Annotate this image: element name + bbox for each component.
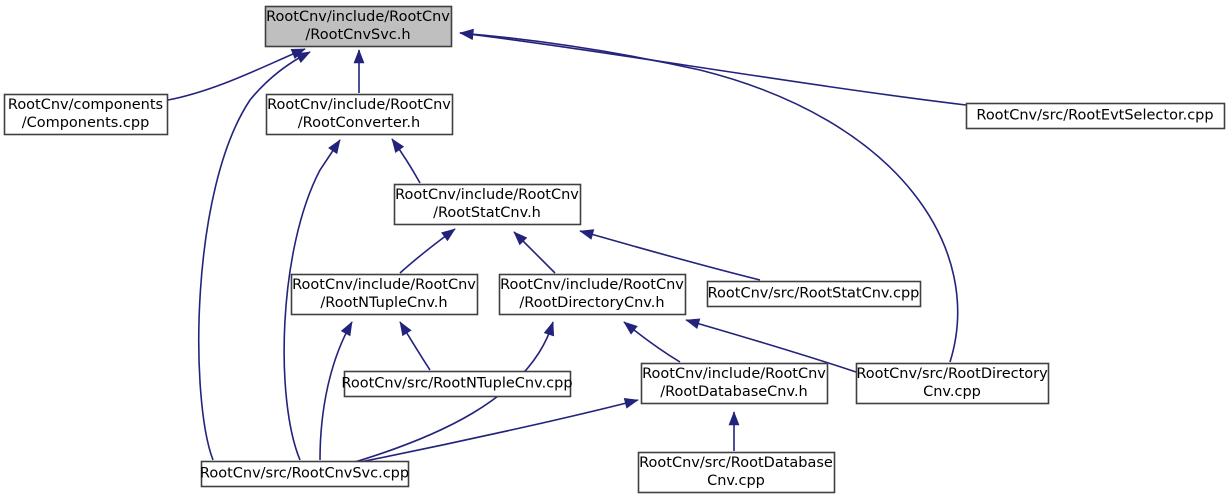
arrow-head-icon [295,51,311,63]
node-box[interactable] [3,93,169,136]
node-label-line: RootCnv/src/RootCnvSvc.cpp [200,466,409,482]
node-rootntuplecnv_h[interactable]: RootCnv/include/RootCnv/RootNTupleCnv.h [290,273,479,316]
node-rootdirectorycnv_cpp[interactable]: RootCnv/src/RootDirectoryCnv.cpp [855,362,1050,405]
arrow-head-icon [685,318,701,329]
node-label-line: RootCnv/components [8,97,163,113]
arrow-head-icon [391,138,405,153]
edge-line [198,51,311,461]
edge-rootcnvsvc_cpp-to-rootcnvsvc_h [198,51,311,461]
node-box[interactable] [200,460,410,488]
node-label-line: RootCnv/src/RootDirectory [856,366,1048,382]
edge-line [344,321,554,466]
edge-line [459,32,967,106]
node-rootcnvsvc_cpp[interactable]: RootCnv/src/RootCnvSvc.cpp [200,460,410,488]
node-rootdatabasecnv_cpp[interactable]: RootCnv/src/RootDatabaseCnv.cpp [637,451,836,494]
arrow-head-icon [399,321,412,337]
edge-rootntuplecnv_cpp-to-rootntuplecnv_h [399,321,431,371]
arrow-head-icon [459,28,474,40]
edge-rootdatabasecnv_cpp-to-rootdatabasecnv_h [728,411,740,451]
node-label-line: RootCnv/include/RootCnv [292,277,476,293]
node-rootstatcnv_cpp[interactable]: RootCnv/src/RootStatCnv.cpp [706,280,922,308]
node-label-line: RootCnv/include/RootCnv [266,9,450,25]
node-label-line: Cnv.cpp [707,473,765,489]
edge-rootcnvsvc_cpp-to-rootconverter_h [283,139,341,461]
node-box[interactable] [637,451,836,494]
node-box[interactable] [640,362,829,405]
edge-line [459,32,959,363]
node-rootconverter_h[interactable]: RootCnv/include/RootCnv/RootConverter.h [265,93,454,136]
node-box[interactable] [393,183,582,226]
node-label-line: RootCnv/include/RootCnv [642,366,826,382]
node-label-line: RootCnv/src/RootDatabase [639,455,833,471]
arrow-head-icon [353,49,365,64]
node-label-line: /RootDatabaseCnv.h [660,384,808,400]
edge-rootconverter_h-to-rootcnvsvc_h [353,49,365,93]
edge-rootdirectorycnv_cpp-to-rootcnvsvc_h [459,28,959,363]
arrow-head-icon [623,321,638,335]
node-rootevtselector_cpp[interactable]: RootCnv/src/RootEvtSelector.cpp [965,102,1226,130]
edge-rootdatabasecnv_h-to-rootdirectorycnv_h [623,321,681,363]
node-box[interactable] [706,280,922,308]
edge-rootstatcnv_cpp-to-rootstatcnv_h [579,229,761,281]
node-box[interactable] [965,102,1226,130]
node-box[interactable] [265,93,454,136]
node-components_cpp[interactable]: RootCnv/components/Components.cpp [3,93,169,136]
node-label-line: /RootDirectoryCnv.h [519,295,664,311]
node-label-line: RootCnv/src/RootEvtSelector.cpp [976,108,1213,124]
edge-line [359,399,639,463]
edge-line [319,321,353,461]
arrow-head-icon [441,228,456,242]
node-label-line: /RootCnvSvc.h [305,27,410,43]
edge-line [685,319,857,373]
node-box[interactable] [343,370,572,398]
node-label-line: RootCnv/include/RootCnv [395,187,579,203]
arrow-head-icon [513,231,528,246]
node-rootcnvsvc_h[interactable]: RootCnv/include/RootCnv/RootCnvSvc.h [264,5,453,48]
node-label-line: RootCnv/include/RootCnv [500,277,684,293]
edge-rootcnvsvc_cpp-to-rootntuplecnv_h [319,321,353,461]
node-label-line: /RootNTupleCnv.h [320,295,447,311]
edge-rootntuplecnv_h-to-rootstatcnv_h [399,228,456,274]
nodes-layer: RootCnv/include/RootCnv/RootCnvSvc.hRoot… [3,5,1226,494]
arrow-head-icon [623,398,639,409]
edge-rootcnvsvc_cpp-to-rootdirectorycnv_h [344,321,555,466]
edge-rootstatcnv_h-to-rootconverter_h [391,138,421,184]
arrow-head-icon [340,321,353,337]
arrow-head-icon [543,321,555,337]
arrow-head-icon [728,411,740,426]
node-label-line: /RootConverter.h [298,115,420,131]
node-rootntuplecnv_cpp[interactable]: RootCnv/src/RootNTupleCnv.cpp [341,370,573,398]
node-rootdatabasecnv_h[interactable]: RootCnv/include/RootCnv/RootDatabaseCnv.… [640,362,829,405]
node-label-line: Cnv.cpp [923,384,981,400]
edge-line [167,48,306,101]
edge-line [283,139,341,461]
edge-components_cpp-to-rootcnvsvc_h [167,48,306,101]
node-rootdirectorycnv_h[interactable]: RootCnv/include/RootCnv/RootDirectoryCnv… [498,273,687,316]
node-label-line: /Components.cpp [22,115,150,131]
node-rootstatcnv_h[interactable]: RootCnv/include/RootCnv/RootStatCnv.h [393,183,582,226]
node-box[interactable] [264,5,453,48]
node-label-line: /RootStatCnv.h [433,205,541,221]
edges-layer [167,28,967,466]
node-label-line: RootCnv/src/RootNTupleCnv.cpp [341,376,572,392]
node-box[interactable] [290,273,479,316]
arrow-head-icon [328,139,341,155]
node-box[interactable] [498,273,687,316]
node-box[interactable] [855,362,1050,405]
arrow-head-icon [579,229,595,240]
edge-rootdirectorycnv_cpp-to-rootdirectorycnv_h [685,318,857,373]
node-label-line: RootCnv/include/RootCnv [267,97,451,113]
edge-rootcnvsvc_cpp-to-rootdatabasecnv_h [359,398,639,463]
edge-line [579,230,761,281]
edge-rootdirectorycnv_h-to-rootstatcnv_h [513,231,556,274]
node-label-line: RootCnv/src/RootStatCnv.cpp [708,286,920,302]
